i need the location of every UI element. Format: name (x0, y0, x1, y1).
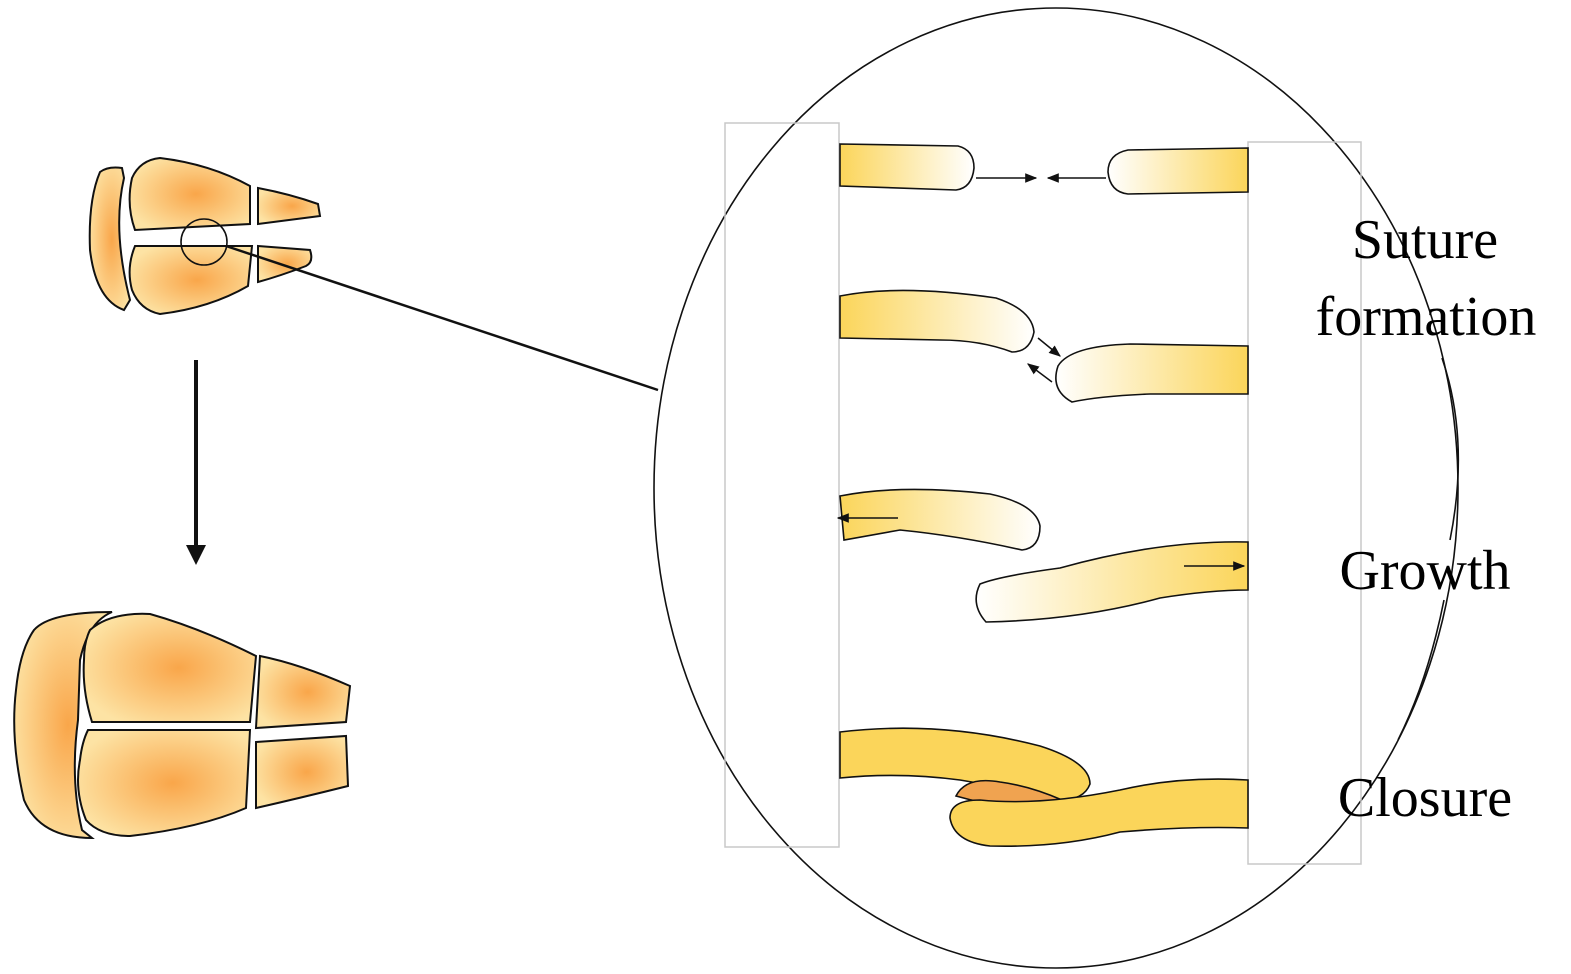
large-skull-upper-parietal (84, 614, 256, 722)
arrow-up-left-2 (1028, 364, 1052, 382)
label-suture: Suture (1330, 210, 1520, 270)
large-skull-lower-occipital (256, 736, 348, 808)
left-bone-2 (840, 290, 1034, 352)
small-skull-lower-occipital (258, 246, 311, 282)
left-frame (725, 123, 839, 847)
right-bone-3 (976, 542, 1248, 622)
row-suture-formation (840, 144, 1248, 194)
left-bone-1 (840, 144, 974, 190)
small-skull-upper-parietal (130, 158, 250, 230)
arc-suture-to-growth (1442, 358, 1458, 540)
small-skull-frontal-plate (90, 168, 130, 311)
row-growth (838, 489, 1248, 622)
large-skull-upper-occipital (256, 656, 350, 728)
arc-growth-to-closure (1398, 600, 1444, 740)
large-skull (14, 612, 350, 838)
small-skull-lower-parietal (130, 246, 252, 314)
small-skull (90, 158, 320, 314)
left-bone-3 (840, 489, 1040, 550)
large-skull-lower-parietal (78, 730, 250, 836)
label-formation: formation (1296, 287, 1556, 347)
arrow-down-right-2 (1038, 338, 1060, 356)
row-closure (840, 728, 1248, 846)
right-bone-2 (1056, 344, 1248, 402)
label-closure: Closure (1312, 768, 1538, 828)
right-bone-1 (1108, 148, 1248, 194)
zoom-connector-line (226, 246, 658, 390)
small-skull-upper-occipital (258, 188, 320, 224)
label-growth: Growth (1312, 541, 1538, 601)
row-overlap (840, 290, 1248, 402)
